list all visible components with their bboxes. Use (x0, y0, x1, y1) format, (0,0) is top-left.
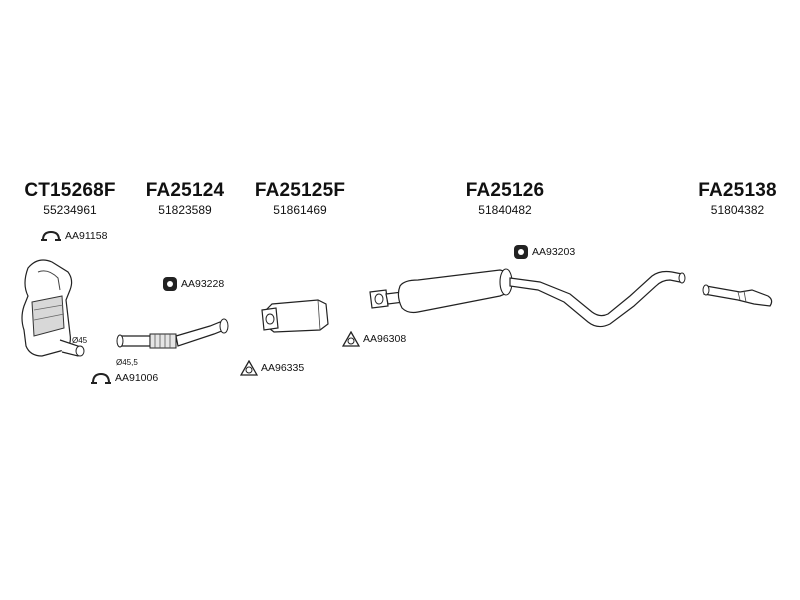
part-code: FA25138 (698, 180, 777, 201)
accessory-code: AA96335 (261, 362, 305, 374)
oem-number: 55234961 (43, 203, 97, 217)
part-code: CT15268F (24, 180, 116, 201)
accessory-gasket-silencer: AA96308 (342, 331, 406, 347)
front-pipe (116, 318, 229, 349)
part-header-catalyst: CT15268F 55234961 (10, 180, 130, 217)
accessory-code: AA93228 (181, 278, 225, 290)
oem-number: 51861469 (273, 203, 327, 217)
diameter-label: Ø45,5 (116, 358, 138, 367)
accessory-code: AA96308 (363, 333, 407, 345)
part-code: FA25125F (254, 180, 346, 201)
clamp-icon (91, 372, 111, 384)
oem-number: 51804382 (710, 203, 765, 217)
oem-number: 51823589 (158, 203, 212, 217)
accessory-code: AA91158 (65, 230, 108, 242)
catalytic-converter (21, 259, 85, 357)
accessory-hanger-mid: AA93228 (162, 276, 224, 292)
rubber-hanger-icon (163, 277, 177, 291)
rubber-hanger-icon (514, 245, 528, 259)
gasket-icon (240, 360, 258, 376)
part-header-tail-pipe: FA25138 51804382 (680, 180, 795, 217)
part-code: FA25126 (465, 180, 545, 201)
accessory-hanger-right: AA93203 (513, 244, 575, 260)
filter-section (261, 299, 329, 333)
diameter-label: Ø45 (72, 336, 88, 345)
part-header-front-pipe: FA25124 51823589 (125, 180, 245, 217)
accessory-clamp-bottom: AA91006 (90, 371, 158, 385)
gasket-icon (342, 331, 360, 347)
part-header-filter: FA25125F 51861469 (235, 180, 365, 217)
oem-number: 51840482 (478, 203, 532, 217)
part-code: FA25124 (145, 180, 225, 201)
accessory-clamp-cat: AA91158 (40, 229, 107, 243)
part-header-middle-silencer: FA25126 51840482 (440, 180, 570, 217)
accessory-code: AA93203 (532, 246, 576, 258)
tail-pipe (702, 284, 773, 307)
accessory-code: AA91006 (115, 372, 159, 384)
clamp-icon (41, 230, 61, 241)
accessory-gasket-mid: AA96335 (240, 360, 304, 376)
middle-silencer (369, 268, 686, 328)
